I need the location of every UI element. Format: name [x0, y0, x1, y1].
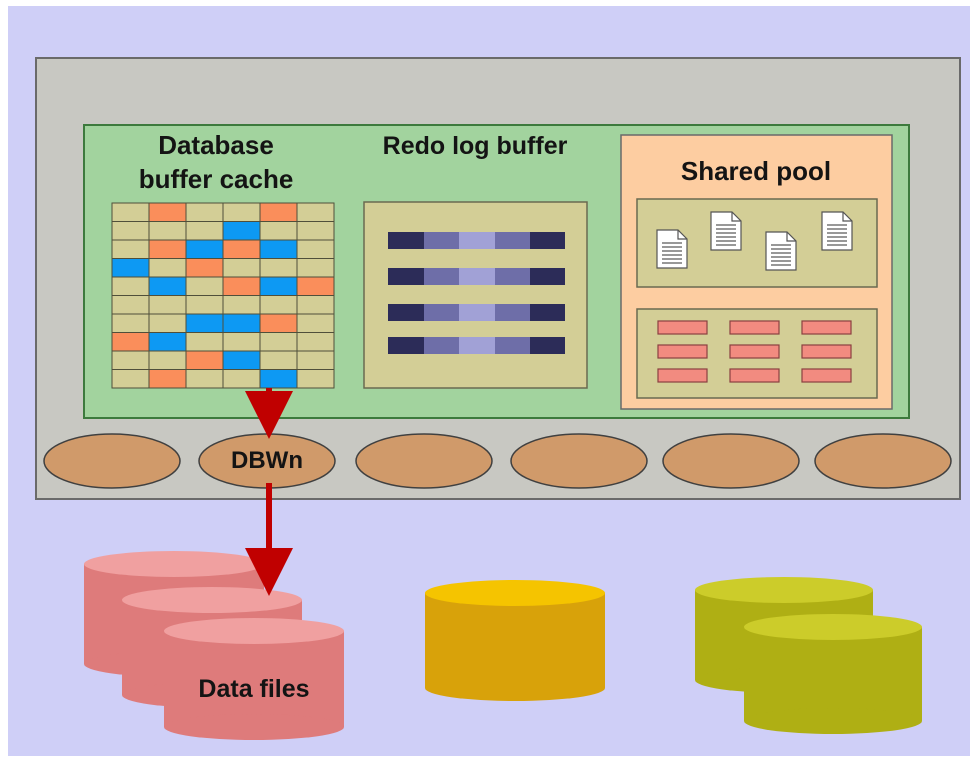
buffer-cell — [296, 313, 335, 333]
buffer-cell — [296, 295, 335, 315]
buffer-cell — [259, 332, 298, 352]
dictionary-entry — [657, 320, 708, 335]
dictionary-entry — [729, 368, 780, 383]
dirty-buffer-cell — [148, 202, 187, 222]
dictionary-entry — [801, 344, 852, 359]
sql-statements — [656, 211, 853, 271]
data-file-cylinder — [164, 618, 344, 740]
dictionary-entry — [657, 344, 708, 359]
dirty-buffer-cell — [185, 258, 224, 278]
pinned-buffer-cell — [259, 369, 298, 389]
pinned-buffer-cell — [222, 350, 261, 370]
pinned-buffer-cell — [111, 258, 150, 278]
dirty-buffer-cell — [148, 369, 187, 389]
buffer-cell — [259, 221, 298, 241]
redo-log-buffer-box — [363, 201, 588, 389]
buffer-cell — [296, 258, 335, 278]
buffer-cell — [111, 202, 150, 222]
buffer-cache-title: Database buffer cache — [96, 128, 336, 196]
redo-log-buffer-title: Redo log buffer — [382, 132, 568, 160]
buffer-cell — [111, 350, 150, 370]
redo-log-entry — [388, 232, 565, 249]
dirty-buffer-cell — [222, 239, 261, 259]
buffer-cell — [296, 239, 335, 259]
pinned-buffer-cell — [259, 276, 298, 296]
buffer-cell — [111, 313, 150, 333]
buffer-cell — [185, 369, 224, 389]
pinned-buffer-cell — [222, 221, 261, 241]
buffer-cell — [185, 332, 224, 352]
buffer-cell — [148, 295, 187, 315]
redo-log-file-cylinder — [744, 614, 922, 734]
buffer-cell — [185, 295, 224, 315]
dirty-buffer-cell — [296, 276, 335, 296]
dictionary-cache-entries — [657, 320, 852, 383]
dictionary-entry — [729, 320, 780, 335]
buffer-cell — [222, 202, 261, 222]
buffer-cell — [148, 258, 187, 278]
dictionary-entry — [729, 344, 780, 359]
document-icon — [656, 229, 688, 269]
buffer-cell — [111, 276, 150, 296]
process-oval — [662, 433, 800, 489]
buffer-cell — [259, 258, 298, 278]
buffer-cell — [296, 202, 335, 222]
buffer-cache-title-line2: buffer cache — [138, 164, 294, 194]
buffer-cell — [185, 202, 224, 222]
pinned-buffer-cell — [259, 239, 298, 259]
buffer-cell — [111, 221, 150, 241]
buffer-cell — [185, 221, 224, 241]
redo-log-entry — [388, 337, 565, 354]
dictionary-entry — [801, 320, 852, 335]
document-icon — [821, 211, 853, 251]
buffer-cache-title-line1: Database — [158, 130, 274, 160]
data-files-label: Data files — [198, 675, 310, 703]
dirty-buffer-cell — [259, 202, 298, 222]
dirty-buffer-cell — [185, 350, 224, 370]
buffer-cell — [148, 350, 187, 370]
buffer-cell — [259, 350, 298, 370]
buffer-cell — [185, 276, 224, 296]
buffer-cell — [296, 221, 335, 241]
buffer-cell — [296, 369, 335, 389]
buffer-cell — [222, 258, 261, 278]
buffer-cell — [111, 239, 150, 259]
dirty-buffer-cell — [111, 332, 150, 352]
buffer-cell — [148, 313, 187, 333]
redo-log-entry — [388, 268, 565, 285]
pinned-buffer-cell — [185, 239, 224, 259]
pinned-buffer-cell — [185, 313, 224, 333]
buffer-cell — [296, 332, 335, 352]
buffer-cell — [259, 295, 298, 315]
pinned-buffer-cell — [148, 332, 187, 352]
process-oval — [43, 433, 181, 489]
dirty-buffer-cell — [259, 313, 298, 333]
process-oval — [814, 433, 952, 489]
dirty-buffer-cell — [222, 276, 261, 296]
buffer-cell — [222, 369, 261, 389]
buffer-cell — [222, 295, 261, 315]
buffer-cell — [111, 295, 150, 315]
document-icon — [765, 231, 797, 271]
redo-log-entries — [388, 232, 565, 354]
buffer-cell — [111, 369, 150, 389]
buffer-cell — [222, 332, 261, 352]
dirty-buffer-cell — [148, 239, 187, 259]
dictionary-entry — [801, 368, 852, 383]
pinned-buffer-cell — [222, 313, 261, 333]
shared-pool-title: Shared pool — [680, 156, 832, 186]
dictionary-entry — [657, 368, 708, 383]
document-icon — [710, 211, 742, 251]
buffer-cell — [296, 350, 335, 370]
control-file-cylinder — [425, 580, 605, 701]
process-oval — [510, 433, 648, 489]
pinned-buffer-cell — [148, 276, 187, 296]
buffer-cell — [148, 221, 187, 241]
dbwn-label: DBWn — [231, 447, 303, 474]
redo-log-entry — [388, 304, 565, 321]
buffer-cache-grid — [111, 202, 335, 389]
process-oval — [355, 433, 493, 489]
